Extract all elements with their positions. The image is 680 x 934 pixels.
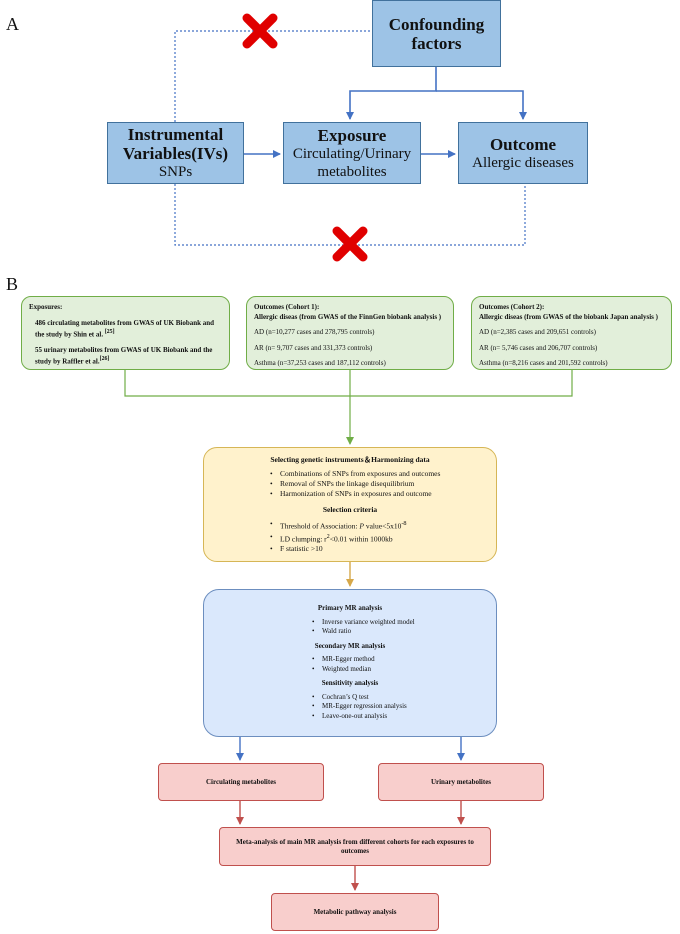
confounding-factors-box: Confounding factors: [372, 0, 501, 67]
sensitivity-title: Sensitivity analysis: [321, 679, 379, 687]
criteria-threshold: Threshold of Association: P value<5x10-8: [270, 519, 486, 532]
circulating-metabolites-box: Circulating metabolites: [158, 763, 324, 801]
selecting-list: Combinations of SNPs from exposures and …: [214, 469, 486, 499]
selecting-item: Removal of SNPs the linkage disequilibri…: [270, 479, 486, 489]
cross-mark-icon: [332, 226, 368, 262]
outcome-box: Outcome Allergic diseases: [458, 122, 588, 184]
selecting-item: Harmonization of SNPs in exposures and o…: [270, 489, 486, 499]
cohort2-title: Outcomes (Cohort 2):: [479, 303, 545, 311]
cohort2-asthma: Asthma (n=8,216 cases and 201,592 contro…: [479, 359, 608, 367]
sensitivity-item: Cochran’s Q test: [312, 693, 486, 703]
confounding-to-exposure-arrow: [346, 67, 437, 120]
metabolic-pathway-box: Metabolic pathway analysis: [271, 893, 439, 931]
confounding-to-outcome-arrow: [436, 90, 527, 120]
primary-mr-item: Inverse variance weighted model: [312, 618, 486, 628]
exposure-box: Exposure Circulating/Urinary metabolites: [283, 122, 421, 184]
green-bracket-line: [124, 370, 573, 397]
cohort1-subtitle: Allergic diseas (from GWAS of the FinnGe…: [254, 312, 442, 321]
cohort1-ar: AR (n= 9,707 cases and 331,373 controls): [254, 343, 373, 352]
exposures-item-urinary: 55 urinary metabolites from GWAS of UK B…: [35, 345, 213, 366]
cohort2-outcomes-box: Outcomes (Cohort 2): Allergic diseas (fr…: [471, 296, 672, 370]
cross-mark-icon: [242, 13, 278, 49]
panel-b-label: B: [6, 274, 19, 294]
criteria-ld-clumping: LD clumping: r2<0.01 within 1000kb: [270, 532, 486, 545]
secondary-mr-item: MR-Egger method: [312, 655, 486, 665]
urinary-metabolites-box: Urinary metabolites: [378, 763, 544, 801]
cohort2-ar: AR (n= 5,746 cases and 206,707 controls): [479, 343, 598, 352]
sensitivity-list: Cochran’s Q test MR-Egger regression ana…: [214, 693, 486, 722]
iv-to-outcome-dotted-line: [174, 184, 526, 246]
cohort1-title: Outcomes (Cohort 1):: [254, 303, 320, 311]
exposures-box: Exposures: 486 circulating metabolites f…: [21, 296, 230, 370]
exposures-title: Exposures:: [29, 303, 63, 311]
mr-analysis-box: Primary MR analysis Inverse variance wei…: [203, 589, 497, 737]
exposures-item-circulating: 486 circulating metabolites from GWAS of…: [35, 318, 215, 339]
outcome-title: Outcome: [489, 134, 557, 154]
exposure-subtitle: Circulating/Urinary metabolites: [292, 145, 412, 180]
sensitivity-item: MR-Egger regression analysis: [312, 702, 486, 712]
primary-mr-title: Primary MR analysis: [317, 604, 383, 612]
sensitivity-item: Leave-one-out analysis: [312, 712, 486, 722]
outcome-subtitle: Allergic diseases: [472, 154, 574, 171]
selecting-item: Combinations of SNPs from exposures and …: [270, 469, 486, 479]
iv-title: Instrumental Variables(IVs): [122, 125, 229, 163]
meta-analysis-box: Meta-analysis of main MR analysis from d…: [219, 827, 491, 866]
primary-mr-item: Wald ratio: [312, 627, 486, 637]
primary-mr-list: Inverse variance weighted model Wald rat…: [214, 618, 486, 637]
instrumental-variables-box: Instrumental Variables(IVs) SNPs: [107, 122, 244, 184]
iv-subtitle: SNPs: [158, 164, 193, 180]
exposure-title: Exposure: [317, 125, 387, 145]
criteria-list: Threshold of Association: P value<5x10-8…: [214, 519, 486, 554]
confounding-factors-title: Confounding factors: [388, 14, 485, 53]
cohort1-outcomes-box: Outcomes (Cohort 1): Allergic diseas (fr…: [246, 296, 454, 370]
criteria-f-statistic: F statistic >10: [270, 544, 486, 554]
cohort2-ad: AD (n=2,385 cases and 209,651 controls): [479, 328, 596, 336]
secondary-mr-item: Weighted median: [312, 665, 486, 675]
cohort1-ad: AD (n=10,277 cases and 278,795 controls): [254, 328, 375, 336]
cohort1-asthma: Asthma (n=37,253 cases and 187,112 contr…: [254, 359, 386, 367]
secondary-mr-title: Secondary MR analysis: [314, 641, 386, 650]
selecting-title: Selecting genetic instruments＆Harmonizin…: [270, 455, 430, 464]
cohort2-subtitle: Allergic diseas (from GWAS of the bioban…: [479, 312, 658, 321]
secondary-mr-list: MR-Egger method Weighted median: [214, 655, 486, 674]
selection-criteria-title: Selection criteria: [322, 505, 378, 514]
panel-a-label: A: [6, 14, 19, 34]
selecting-instruments-box: Selecting genetic instruments＆Harmonizin…: [203, 447, 497, 562]
